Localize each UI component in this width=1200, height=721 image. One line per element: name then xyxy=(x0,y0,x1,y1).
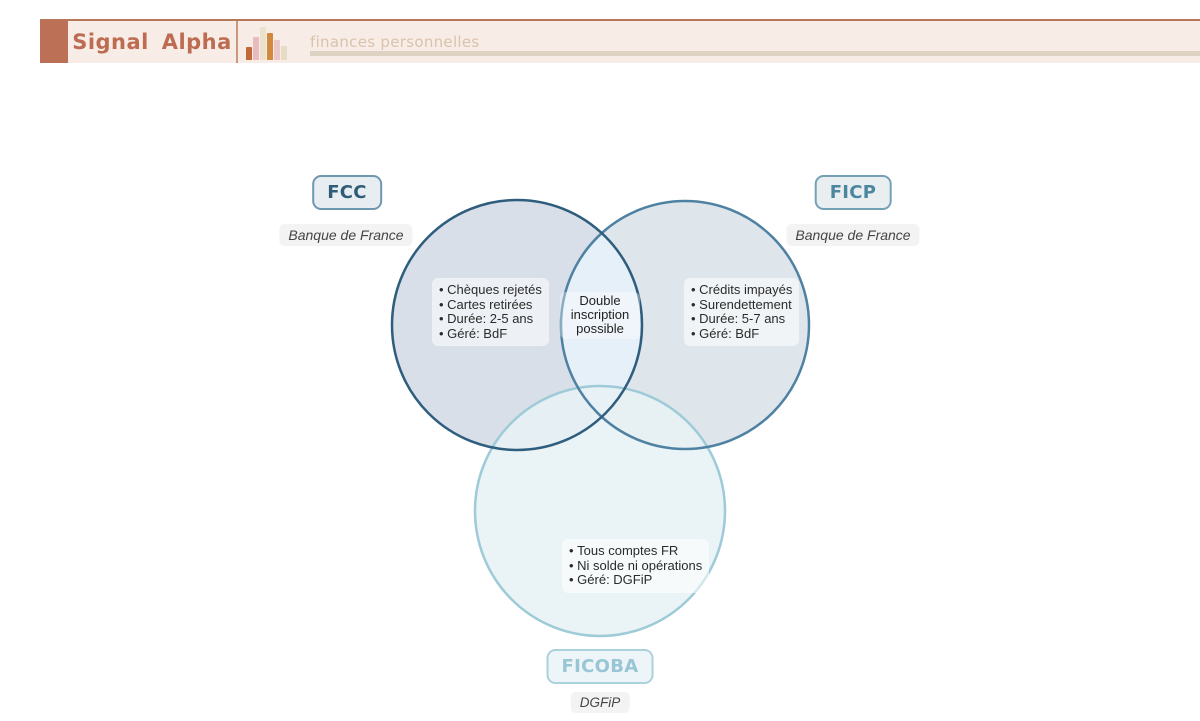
ficp-org-label: Banque de France xyxy=(786,224,920,246)
fcc-item-list: Chèques rejetésCartes retiréesDurée: 2-5… xyxy=(432,278,549,347)
ficp-label-badge: FICP xyxy=(814,175,892,210)
ficoba-item-list: Tous comptes FRNi solde ni opérationsGér… xyxy=(562,539,710,593)
list-item: Chèques rejetés xyxy=(439,282,542,298)
list-item: Tous comptes FR xyxy=(569,543,702,559)
ficoba-org-label: DGFiP xyxy=(570,692,630,713)
list-item: Durée: 2-5 ans xyxy=(439,312,542,327)
ficoba-circle-stroke xyxy=(473,384,727,638)
header-divider xyxy=(236,21,238,63)
ficp-item-list: Crédits impayésSurendettementDurée: 5-7 … xyxy=(684,278,800,347)
list-item: Géré: BdF xyxy=(691,326,792,342)
list-item: Géré: DGFiP xyxy=(569,573,702,588)
fcc-label-badge: FCC xyxy=(312,175,382,210)
topic-input[interactable]: finances personnelles xyxy=(310,33,480,51)
fcc-ficp-intersection-label: Double inscription possible xyxy=(560,292,640,339)
list-item: Crédits impayés xyxy=(691,282,792,298)
list-item: Ni solde ni opérations xyxy=(569,558,702,574)
ficoba-label-badge: FICOBA xyxy=(546,649,654,684)
fcc-org-label: Banque de France xyxy=(279,224,413,246)
list-item: Surendettement xyxy=(691,297,792,313)
brand-title: Signal Alpha xyxy=(72,30,232,54)
topic-input-underline xyxy=(310,51,1200,56)
brand-logo-square xyxy=(40,20,68,63)
bar-chart-icon xyxy=(246,26,294,60)
ficoba-circle-fill xyxy=(475,386,725,636)
list-item: Cartes retirées xyxy=(439,297,542,313)
list-item: Géré: BdF xyxy=(439,326,542,342)
header xyxy=(40,21,1200,63)
header-top-line xyxy=(40,19,1200,21)
list-item: Durée: 5-7 ans xyxy=(691,312,792,327)
